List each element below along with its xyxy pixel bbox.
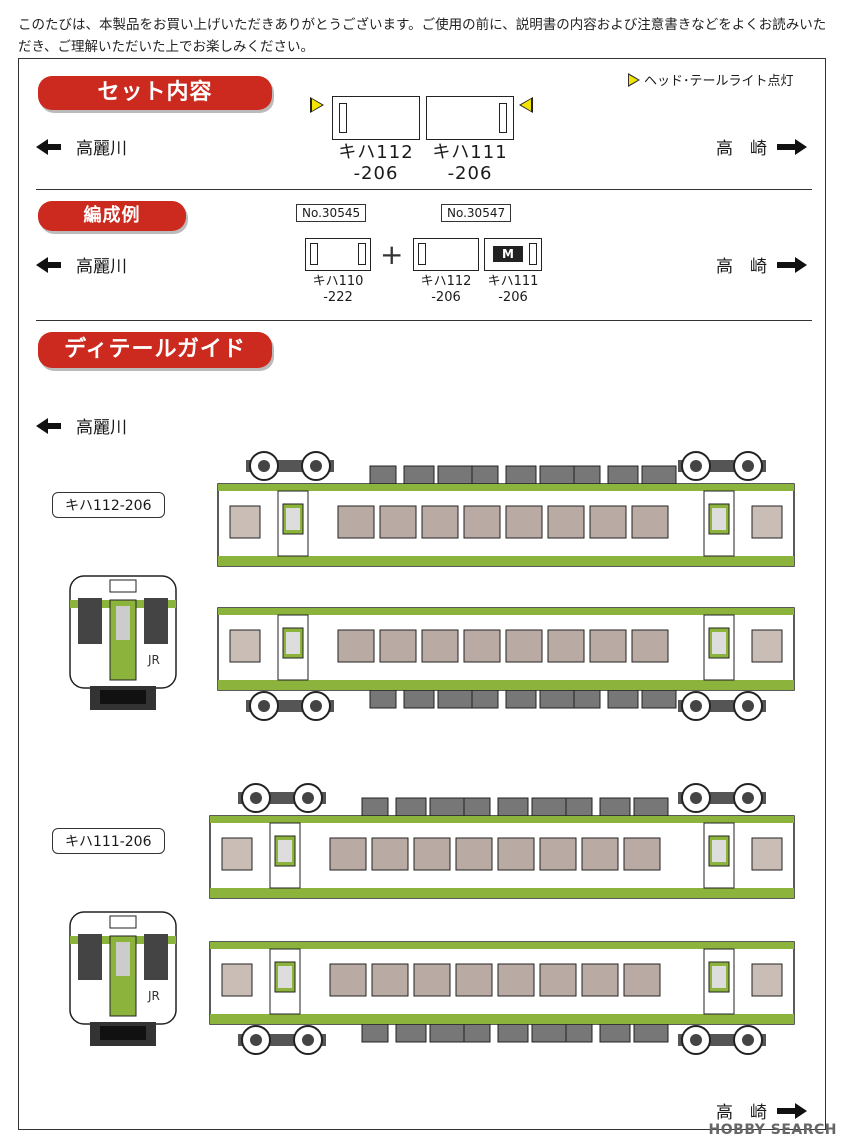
formation-plus: + [380, 238, 404, 271]
formation-heading-text: 編成例 [83, 205, 141, 226]
set-right-direction-label: 高 崎 [716, 139, 767, 159]
car-name-kiha112: キハ112-206 [52, 492, 165, 518]
cab-window [418, 243, 426, 265]
formation-car-label-2-number: -206 [431, 290, 461, 305]
cab-window [499, 103, 507, 133]
motor-car-badge: M [493, 246, 523, 262]
detail-left-direction-label: 高麗川 [76, 418, 127, 438]
front-view-kiha111: JR [69, 911, 177, 1046]
detail-guide-heading-text: ディテールガイド [64, 337, 246, 362]
intro-text: このたびは、本製品をお買い上げいただきありがとうございます。ご使用の前に、説明書… [18, 17, 827, 55]
formation-car-label-3: キハ111 -206 [482, 274, 544, 306]
product-number-a: No.30545 [296, 204, 367, 222]
front-jr-logo: JR [147, 653, 160, 667]
left-arrow-icon [36, 138, 66, 155]
set-car-kiha111-diagram [426, 96, 514, 140]
cab-window [358, 243, 366, 265]
set-car-label-1-number: -206 [353, 163, 399, 184]
right-arrow-icon [777, 138, 807, 155]
set-left-direction: 高麗川 [36, 134, 127, 159]
cab-window [310, 243, 318, 265]
formation-car-kiha112-diagram [413, 238, 479, 271]
formation-heading: 編成例 [38, 201, 186, 231]
right-arrow-icon [777, 1102, 807, 1119]
set-contents-heading: セット内容 [38, 76, 272, 110]
headlight-legend-text: ヘッド･テールライト点灯 [644, 74, 794, 89]
divider [36, 320, 812, 321]
content-frame [18, 58, 826, 1130]
set-car-label-1: キハ112 -206 [332, 142, 420, 184]
set-car-label-2: キハ111 -206 [426, 142, 514, 184]
set-car-kiha112-diagram [332, 96, 420, 140]
detail-left-direction: 高麗川 [36, 413, 127, 438]
left-arrow-icon [36, 256, 66, 273]
watermark-logo: HOBBY SEARCH [708, 1122, 837, 1138]
formation-car-label-2-name: キハ112 [420, 274, 472, 289]
formation-car-kiha110-diagram [305, 238, 371, 271]
side-view-kiha111-side-b [209, 941, 795, 1055]
headlight-marker-left-icon [310, 97, 324, 113]
formation-left-direction-label: 高麗川 [76, 257, 127, 277]
side-view-kiha111-side-a [209, 783, 795, 899]
set-left-direction-label: 高麗川 [76, 139, 127, 159]
set-car-label-1-name: キハ112 [338, 142, 414, 163]
headlight-triangle-icon [628, 72, 640, 87]
formation-car-label-1-number: -222 [323, 290, 353, 305]
front-view-kiha112: JR [69, 575, 177, 710]
side-view-kiha112-side-a [217, 451, 795, 567]
formation-right-direction: 高 崎 [716, 252, 807, 277]
set-contents-heading-text: セット内容 [97, 80, 213, 105]
set-car-label-2-name: キハ111 [432, 142, 508, 163]
formation-car-label-3-number: -206 [498, 290, 528, 305]
left-arrow-icon [36, 417, 66, 434]
detail-guide-heading: ディテールガイド [38, 332, 272, 368]
formation-left-direction: 高麗川 [36, 252, 127, 277]
headlight-legend: ヘッド･テールライト点灯 [628, 70, 794, 89]
product-number-b: No.30547 [441, 204, 512, 222]
right-arrow-icon [777, 256, 807, 273]
formation-car-label-1-name: キハ110 [312, 274, 364, 289]
front-jr-logo: JR [147, 989, 160, 1003]
formation-car-label-2: キハ112 -206 [413, 274, 479, 306]
formation-right-direction-label: 高 崎 [716, 257, 767, 277]
set-car-label-2-number: -206 [447, 163, 493, 184]
divider [36, 189, 812, 190]
detail-right-direction-label: 高 崎 [716, 1103, 767, 1123]
set-right-direction: 高 崎 [716, 134, 807, 159]
cab-window [529, 243, 537, 265]
formation-car-label-1: キハ110 -222 [305, 274, 371, 306]
formation-car-label-3-name: キハ111 [487, 274, 539, 289]
formation-car-kiha111-diagram: M [484, 238, 542, 271]
cab-window [339, 103, 347, 133]
headlight-marker-right-icon [519, 97, 533, 113]
car-name-kiha111: キハ111-206 [52, 828, 165, 854]
detail-right-direction: 高 崎 [716, 1098, 807, 1123]
side-view-kiha112-side-b [217, 607, 795, 721]
